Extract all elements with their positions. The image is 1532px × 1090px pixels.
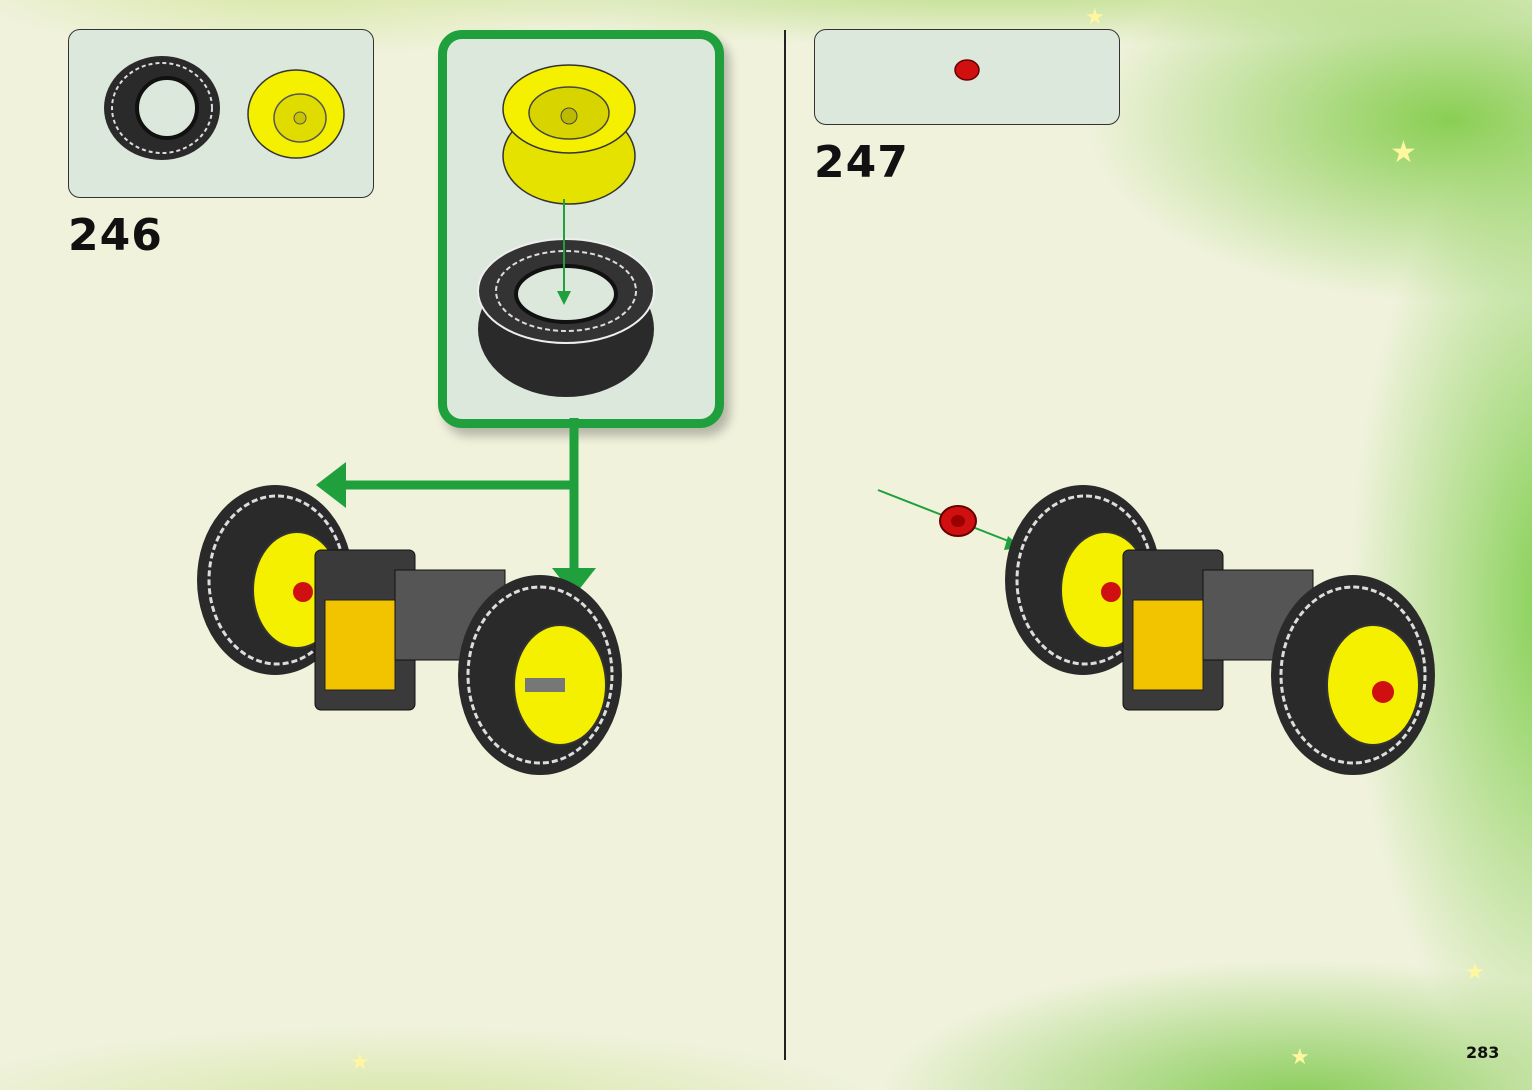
- red-bush-icon: [936, 503, 986, 543]
- star-icon: ★: [350, 1050, 370, 1075]
- yellow-rim-icon: [489, 61, 649, 211]
- star-icon: ★: [1085, 5, 1105, 30]
- tire-icon: [97, 48, 227, 168]
- red-bush-icon: [953, 58, 983, 82]
- parts-callout-247: [814, 29, 1120, 125]
- subassembly-callout: [438, 30, 724, 428]
- star-icon: ★: [1465, 960, 1485, 985]
- step-number-247: 247: [814, 137, 909, 188]
- yellow-rim-icon: [244, 66, 354, 166]
- page-divider: [784, 30, 786, 1060]
- axle-assembly-247: [1003, 480, 1443, 780]
- parts-callout-246: [68, 29, 374, 198]
- axle-assembly-246: [195, 480, 635, 780]
- star-icon: ★: [1290, 1045, 1310, 1070]
- star-icon: ★: [1390, 135, 1417, 170]
- page-number: 283: [1466, 1043, 1499, 1062]
- insert-arrow: [554, 199, 574, 309]
- step-number-246: 246: [68, 210, 163, 261]
